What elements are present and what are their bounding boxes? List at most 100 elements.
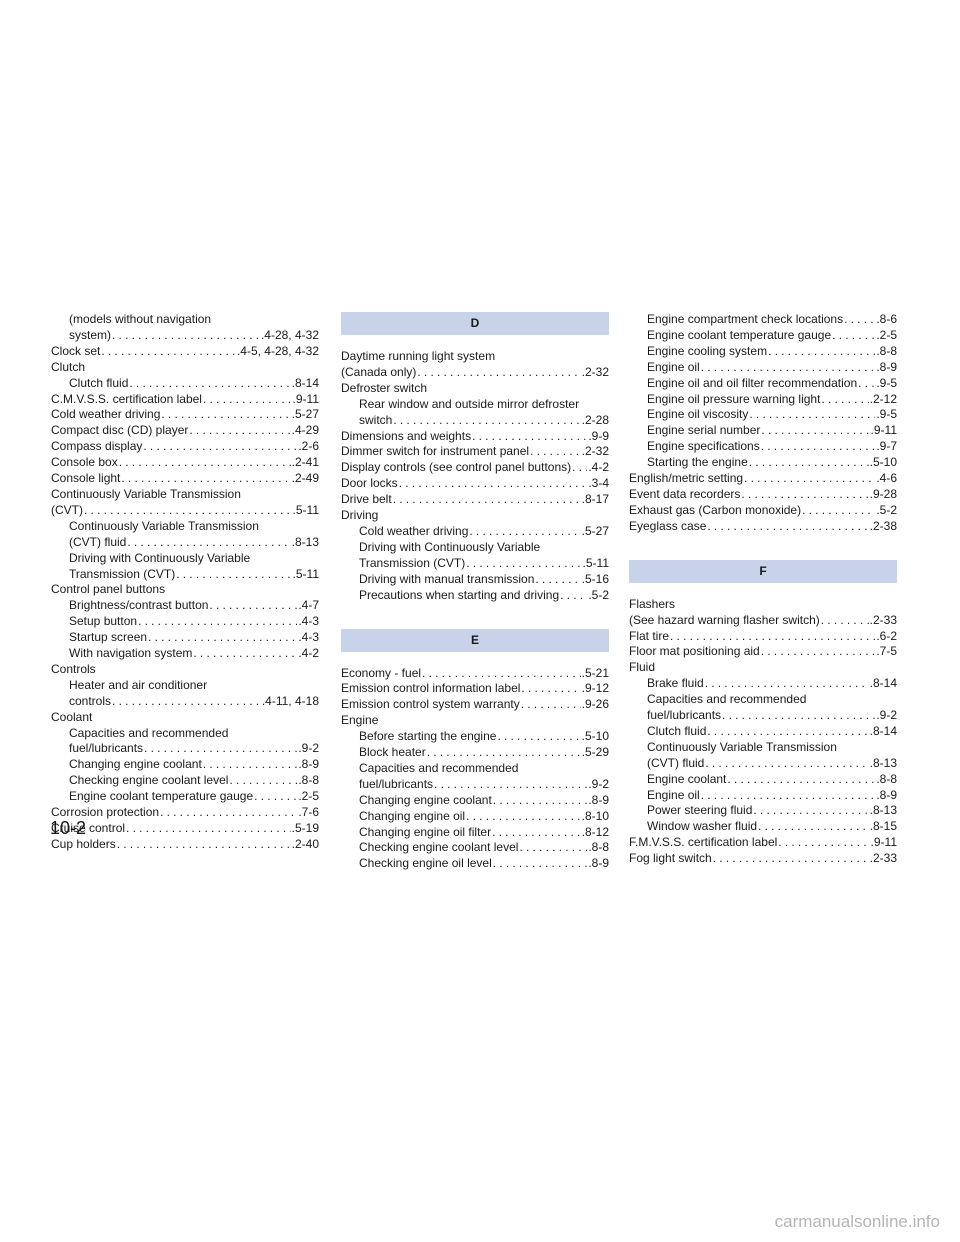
index-entry-text: Engine coolant temperature gauge <box>69 789 254 804</box>
dot-leader <box>521 681 580 697</box>
dot-leader <box>138 614 297 630</box>
index-page-ref: .2-41 <box>291 455 319 470</box>
index-entry: Changing engine coolant.8-9 <box>51 757 319 773</box>
index-page-ref: .5-11 <box>292 566 319 581</box>
index-page-ref: .8-9 <box>588 792 609 807</box>
index-page-ref: .5-11 <box>292 502 319 517</box>
index-entry-text: Compact disc (CD) player <box>51 423 189 438</box>
index-page-ref: .8-9 <box>876 359 897 374</box>
entry-list: Daytime running light system(Canada only… <box>341 349 609 604</box>
index-entry: Before starting the engine.5-10 <box>341 729 609 745</box>
dot-leader <box>521 697 581 713</box>
index-entry-text: (CVT) fluid <box>647 755 705 770</box>
index-entry: (See hazard warning flasher switch).2-33 <box>629 613 897 629</box>
dot-leader <box>399 476 588 492</box>
dot-leader <box>144 741 297 757</box>
index-page-ref: .7-5 <box>876 644 897 659</box>
index-page-ref: .9-12 <box>581 681 609 696</box>
dot-leader <box>209 598 297 614</box>
dot-leader <box>84 503 292 519</box>
dot-leader <box>705 676 869 692</box>
dot-leader <box>761 644 876 660</box>
index-entry-text: Driving <box>341 508 379 523</box>
index-entry: Changing engine oil .8-10 <box>341 809 609 825</box>
index-entry: Continuously Variable Transmission <box>51 519 319 535</box>
dot-leader <box>705 756 868 772</box>
index-entry-text: Transmission (CVT) <box>359 555 466 570</box>
index-entry-text: Changing engine oil <box>359 808 466 823</box>
dot-leader <box>119 455 291 471</box>
index-page-ref: .8-8 <box>876 771 897 786</box>
index-entry-text: Startup screen <box>69 630 148 645</box>
dot-leader <box>121 471 290 487</box>
index-entry: fuel/lubricants.9-2 <box>629 708 897 724</box>
index-entry-text: Checking engine oil level <box>359 856 492 871</box>
index-entry: Window washer fluid.8-15 <box>629 819 897 835</box>
dot-leader <box>472 429 587 445</box>
dot-leader <box>492 825 581 841</box>
index-entry: Cup holders.2-40 <box>51 837 319 853</box>
dot-leader <box>161 407 290 423</box>
dot-leader <box>758 819 869 835</box>
index-page-ref: .5-10 <box>869 455 897 470</box>
dot-leader <box>126 821 291 837</box>
index-entry: Clutch <box>51 360 319 376</box>
index-entry-text: Controls <box>51 661 96 676</box>
index-entry-text: Floor mat positioning aid <box>629 644 760 659</box>
dot-leader <box>535 572 580 588</box>
index-entry-text: Dimmer switch for instrument panel <box>341 444 530 459</box>
index-entry-text: Changing engine oil filter <box>359 824 492 839</box>
index-entry: Startup screen.4-3 <box>51 630 319 646</box>
index-entry: C.M.V.S.S. certification label.9-11 <box>51 392 319 408</box>
index-page-ref: .2-12 <box>869 391 897 406</box>
index-page-ref: .9-26 <box>581 697 609 712</box>
dot-leader <box>844 312 875 328</box>
index-entry: Clock set.4-5, 4-28, 4-32 <box>51 344 319 360</box>
index-page-ref: .6-2 <box>876 628 897 643</box>
index-entry-text: Engine oil and oil filter recommendation <box>647 375 858 390</box>
index-entry-text: Engine <box>341 713 379 728</box>
index-entry-text: Precautions when starting and driving <box>359 587 560 602</box>
page-number: 10-2 <box>50 818 87 838</box>
dot-leader <box>707 724 868 740</box>
index-page-ref: .4-11, 4-18 <box>261 693 319 708</box>
dot-leader <box>427 745 581 761</box>
index-entry-text: Eyeglass case <box>629 518 707 533</box>
dot-leader <box>422 666 581 682</box>
index-page-ref: .9-2 <box>876 708 897 723</box>
index-entry-text: Continuously Variable Transmission <box>69 518 259 533</box>
dot-leader <box>434 777 587 793</box>
index-entry: Economy - fuel.5-21 <box>341 666 609 682</box>
index-entry: Event data recorders.9-28 <box>629 487 897 503</box>
index-entry-text: switch <box>359 412 393 427</box>
index-page-ref: .8-17 <box>581 492 609 507</box>
index-page-ref: .2-32 <box>581 364 609 379</box>
dot-leader <box>393 492 581 508</box>
index-entry: Compass display.2-6 <box>51 439 319 455</box>
index-entry: Capacities and recommended <box>629 692 897 708</box>
index-page-ref: .8-10 <box>581 808 609 823</box>
index-entry-text: Cold weather driving <box>359 523 469 538</box>
index-page-ref: .4-6 <box>876 471 897 486</box>
index-entry: English/metric setting.4-6 <box>629 471 897 487</box>
dot-leader <box>821 392 868 408</box>
index-page-ref: .5-27 <box>581 523 609 538</box>
index-entry-text: Compass display <box>51 439 143 454</box>
index-page-ref: .8-14 <box>869 723 897 738</box>
index-entry-text: Capacities and recommended <box>647 692 807 707</box>
index-page-ref: .7-6 <box>298 805 319 820</box>
dot-leader <box>466 809 581 825</box>
dot-leader <box>203 392 292 408</box>
index-entry-text: Engine oil <box>647 787 700 802</box>
index-entry-text: Clutch <box>51 359 86 374</box>
index-page-ref: .2-38 <box>869 518 897 533</box>
index-entry: Checking engine coolant level.8-8 <box>341 840 609 856</box>
index-entry-text: (Canada only) <box>341 364 417 379</box>
index-entry: Brightness/contrast button.4-7 <box>51 598 319 614</box>
index-page-ref: .2-5 <box>298 789 319 804</box>
dot-leader <box>519 840 587 856</box>
index-entry-text: Flashers <box>629 596 676 611</box>
dot-leader <box>143 439 297 455</box>
index-page-ref: .2-32 <box>581 444 609 459</box>
index-entry-text: Engine oil <box>647 359 700 374</box>
